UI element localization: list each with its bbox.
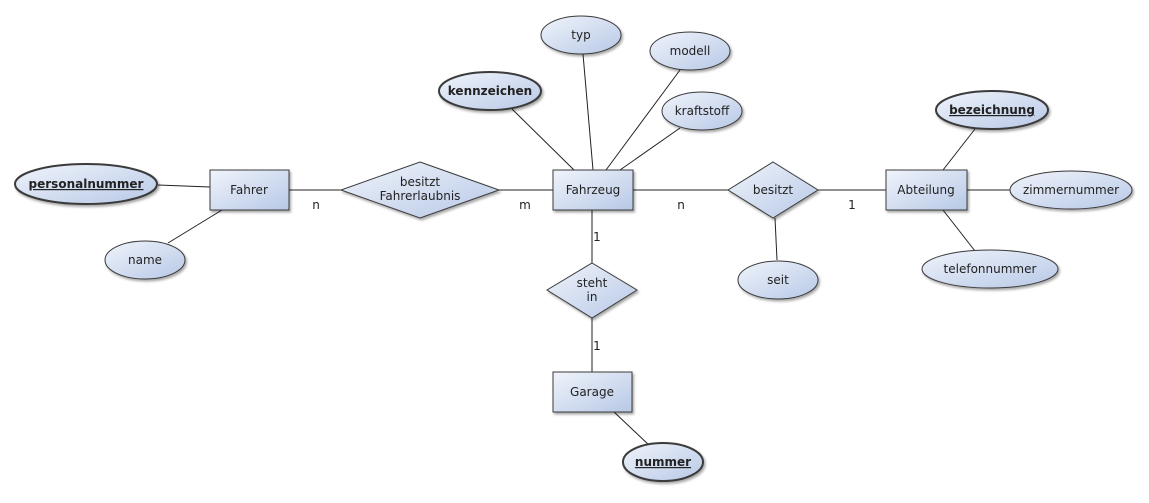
relationship-steht-in: steht in: [546, 262, 638, 319]
line-kraftstoff-fahrzeug: [619, 127, 681, 171]
attribute-kennzeichen-label: kennzeichen: [448, 84, 532, 98]
attribute-nummer: nummer: [622, 442, 704, 482]
cardinality-fahrzeug-fahrerlaubnis: m: [519, 198, 531, 212]
entity-abteilung: Abteilung: [885, 169, 968, 211]
cardinality-fahrzeug-besitzt: n: [677, 198, 685, 212]
relationships: besitzt Fahrerlaubnis besitzt steht in: [339, 161, 819, 319]
connectors: [157, 53, 1012, 447]
attribute-personalnummer: personalnummer: [14, 163, 158, 205]
entity-garage-label: Garage: [570, 385, 614, 399]
line-personalnummer-fahrer: [157, 184, 211, 188]
cardinalities: n m n 1 1 1: [312, 198, 856, 353]
entities: Fahrer Fahrzeug Abteilung Garage: [209, 169, 968, 413]
attribute-seit: seit: [737, 260, 819, 300]
attribute-kraftstoff-label: kraftstoff: [675, 104, 730, 118]
line-seit-besitzt: [774, 217, 778, 261]
attribute-telefonnummer: telefonnummer: [921, 249, 1059, 289]
attribute-bezeichnung: bezeichnung: [935, 90, 1049, 130]
attribute-telefonnummer-label: telefonnummer: [944, 262, 1037, 276]
attribute-zimmernummer: zimmernummer: [1009, 170, 1133, 210]
attribute-name-label: name: [128, 253, 162, 267]
line-modell-fahrzeug: [605, 69, 681, 171]
attribute-nummer-label: nummer: [635, 455, 691, 469]
line-telefonnummer-abteilung: [942, 209, 976, 252]
attribute-name: name: [104, 240, 186, 280]
cardinality-fahrer-fahrerlaubnis: n: [312, 198, 320, 212]
relationship-besitzt: besitzt: [727, 161, 819, 219]
entity-abteilung-label: Abteilung: [897, 183, 954, 197]
attribute-modell: modell: [649, 31, 731, 71]
attribute-bezeichnung-label: bezeichnung: [949, 103, 1035, 117]
entity-garage: Garage: [552, 371, 633, 413]
line-kennzeichen-fahrzeug: [511, 108, 575, 171]
cardinality-fahrzeug-steht-in: 1: [593, 230, 601, 244]
attributes: personalnummer name kennzeichen typ mode…: [14, 15, 1133, 482]
attribute-seit-label: seit: [767, 273, 789, 287]
attribute-personalnummer-label: personalnummer: [29, 177, 144, 191]
relationship-steht-in-line2: in: [587, 290, 598, 304]
relationship-steht-in-line1: steht: [577, 276, 608, 290]
attribute-zimmernummer-label: zimmernummer: [1023, 183, 1119, 197]
entity-fahrer-label: Fahrer: [230, 183, 268, 197]
entity-fahrzeug-label: Fahrzeug: [566, 183, 621, 197]
cardinality-abteilung-besitzt: 1: [848, 198, 856, 212]
entity-fahrer: Fahrer: [209, 169, 290, 211]
line-nummer-garage: [612, 410, 651, 447]
relationship-besitzt-label: besitzt: [753, 183, 794, 197]
attribute-kennzeichen: kennzeichen: [438, 71, 542, 111]
attribute-modell-label: modell: [670, 44, 711, 58]
attribute-typ-label: typ: [571, 28, 590, 42]
line-typ-fahrzeug: [582, 53, 594, 171]
line-name-fahrer: [167, 209, 223, 244]
entity-fahrzeug: Fahrzeug: [552, 169, 634, 211]
relationship-fahrerlaubnis-line1: besitzt: [400, 175, 441, 189]
attribute-kraftstoff: kraftstoff: [661, 91, 743, 131]
cardinality-garage-steht-in: 1: [593, 339, 601, 353]
relationship-fahrerlaubnis-line2: Fahrerlaubnis: [380, 189, 461, 203]
relationship-fahrerlaubnis: besitzt Fahrerlaubnis: [339, 161, 501, 219]
line-bezeichnung-abteilung: [942, 128, 976, 171]
attribute-typ: typ: [540, 15, 622, 55]
